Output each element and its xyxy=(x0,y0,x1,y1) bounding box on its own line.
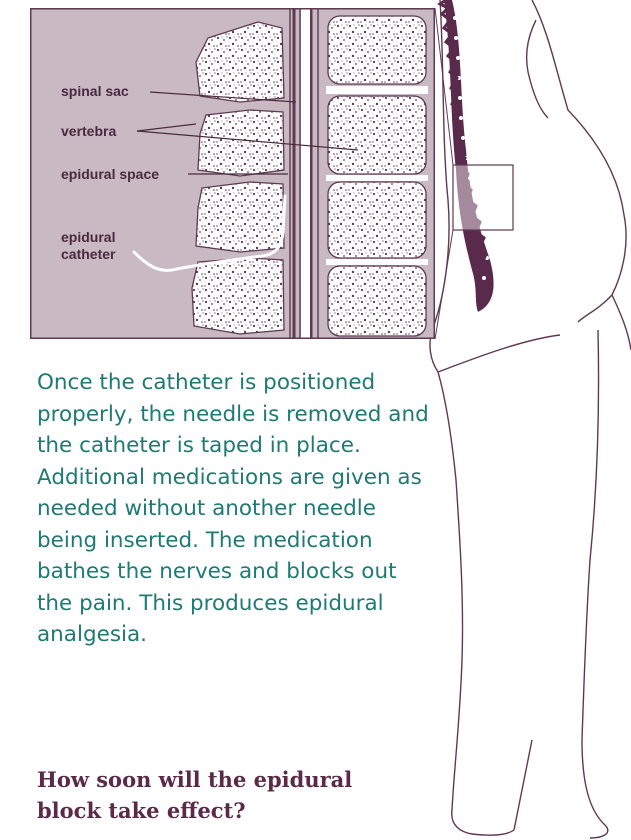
spine-highlight-box xyxy=(453,165,513,230)
section-question-heading: How soon will the epidural block take ef… xyxy=(37,764,417,826)
label-epidural-catheter-line2: catheter xyxy=(61,246,115,263)
body-paragraph: Once the catheter is positioned properly… xyxy=(37,367,432,651)
spine-column xyxy=(440,0,494,312)
label-epidural-space: epidural space xyxy=(61,166,159,183)
label-spinal-sac: spinal sac xyxy=(61,83,129,100)
label-vertebra: vertebra xyxy=(61,123,116,140)
label-epidural-catheter-line1: epidural xyxy=(61,229,115,246)
